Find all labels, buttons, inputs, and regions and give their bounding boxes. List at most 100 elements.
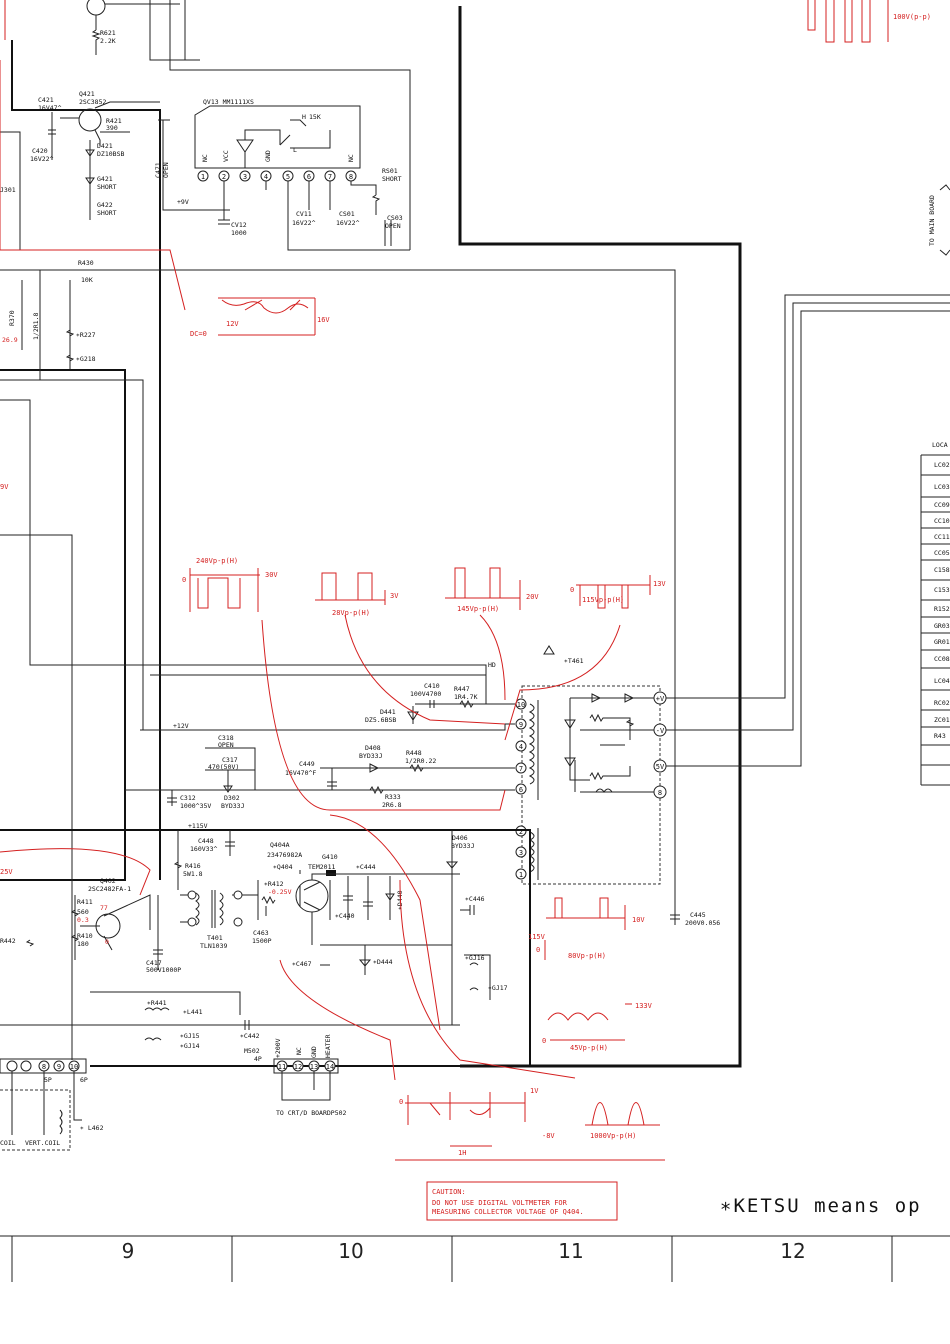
svg-text:L: L [293,146,297,154]
svg-text:CAUTION:: CAUTION: [432,1188,466,1196]
svg-text:45Vp-p(H): 45Vp-p(H) [570,1044,608,1052]
svg-text:5P: 5P [44,1076,52,1084]
svg-text:0: 0 [542,1037,546,1045]
ic-qv13: QV13 MM1111XS H L 15K NC VCC GND NC 1 2 … [194,98,410,251]
svg-text:16V: 16V [317,316,330,324]
svg-text:∗G218: ∗G218 [76,355,96,363]
svg-text:6: 6 [307,173,311,181]
svg-text:0: 0 [536,946,540,954]
svg-text:R421: R421 [106,117,122,125]
q421-section: R621 2.2K Q421 2SC3852 R421 390 C421 16V… [0,0,411,880]
svg-text:5V: 5V [656,763,665,771]
svg-text:∗C446: ∗C446 [465,895,485,903]
svg-text:R430: R430 [78,259,94,267]
connector-m502: M502 4P +200V NC GND HEATER 11 12 13 14 … [244,1034,347,1117]
svg-text:OPEN: OPEN [385,222,401,230]
svg-text:G421: G421 [97,175,113,183]
svg-text:CC08: CC08 [934,655,950,663]
svg-text:CV12: CV12 [231,221,247,229]
svg-text:26.9: 26.9 [2,336,18,344]
svg-text:C421: C421 [38,96,54,104]
svg-text:10: 10 [70,1063,78,1071]
svg-text:OPEN: OPEN [218,741,234,749]
svg-text:C420: C420 [32,147,48,155]
svg-text:2R6.8: 2R6.8 [382,801,402,809]
svg-text:BYD33J: BYD33J [221,802,245,810]
svg-text:9: 9 [57,1063,61,1071]
svg-text:C312: C312 [180,794,196,802]
svg-text:16V470^F: 16V470^F [285,769,316,777]
svg-text:0.3: 0.3 [77,916,89,924]
svg-text:0: 0 [399,1098,403,1106]
svg-text:20V: 20V [526,593,539,601]
svg-text:+200V: +200V [274,1038,282,1058]
svg-text:DZ10BSB: DZ10BSB [97,150,124,158]
svg-text:560: 560 [77,908,89,916]
connector-left: 8 9 10 5P 6P ∗ L462 COIL VERT.COIL [0,1058,104,1151]
svg-text:-0.25V: -0.25V [268,888,292,896]
svg-text:-V: -V [656,727,665,735]
svg-text:1000: 1000 [231,229,247,237]
svg-text:C158: C158 [934,566,950,574]
svg-text:DO NOT USE DIGITAL VOLTMETER F: DO NOT USE DIGITAL VOLTMETER FOR [432,1199,568,1207]
svg-text:∗R412: ∗R412 [264,880,284,888]
svg-text:23476982A: 23476982A [267,851,302,859]
svg-text:T401: T401 [207,934,223,942]
svg-text:∗C442: ∗C442 [240,1032,260,1040]
svg-text:C417: C417 [146,959,162,967]
svg-text:10V: 10V [632,916,645,924]
svg-text:28Vp-p(H): 28Vp-p(H) [332,609,370,617]
svg-text:CC10: CC10 [934,517,950,525]
board-boundary [458,6,742,1068]
svg-text:+9V: +9V [177,198,189,206]
svg-text:4: 4 [519,743,523,751]
svg-text:0: 0 [182,576,186,584]
svg-text:BYD33J: BYD33J [359,752,383,760]
svg-text:Q404A: Q404A [270,841,290,849]
svg-text:ZC01: ZC01 [934,716,950,724]
svg-text:R447: R447 [454,685,470,693]
svg-text:12: 12 [294,1063,302,1071]
svg-text:∗T461: ∗T461 [564,657,584,665]
svg-text:LC03: LC03 [934,483,950,491]
svg-text:C445: C445 [690,911,706,919]
svg-text:Q421: Q421 [79,90,95,98]
svg-text:GR03: GR03 [934,622,950,630]
svg-text:100V(p-p): 100V(p-p) [893,13,931,21]
svg-text:R333: R333 [385,793,401,801]
svg-text:TO MAIN BOARD: TO MAIN BOARD [928,195,936,246]
svg-text:∗GJ17: ∗GJ17 [488,984,508,992]
svg-text:16V22^: 16V22^ [336,219,360,227]
svg-text:1/2R0.22: 1/2R0.22 [405,757,436,765]
svg-text:10: 10 [517,701,525,709]
svg-text:D302: D302 [224,794,240,802]
svg-text:CC05: CC05 [934,549,950,557]
svg-text:1000^35V: 1000^35V [180,802,211,810]
svg-text:3: 3 [519,849,523,857]
svg-text:5: 5 [286,173,290,181]
svg-text:2.2K: 2.2K [100,37,116,45]
svg-text:10K: 10K [81,276,93,284]
svg-text:∗GJ15: ∗GJ15 [180,1032,200,1040]
svg-text:TLN1039: TLN1039 [200,942,227,950]
svg-text:D408: D408 [365,744,381,752]
svg-text:3V: 3V [390,592,399,600]
svg-text:SHORT: SHORT [382,175,402,183]
svg-text:13V: 13V [653,580,666,588]
svg-text:DZ5.6BSB: DZ5.6BSB [365,716,396,724]
svg-text:CS03: CS03 [387,214,403,222]
svg-text:∗C467: ∗C467 [292,960,312,968]
svg-text:VERT.COIL: VERT.COIL [25,1139,60,1147]
svg-text:133V: 133V [635,1002,653,1010]
svg-text:1000Vp-p(H): 1000Vp-p(H) [590,1132,636,1140]
svg-text:8: 8 [658,789,662,797]
right-edge-section: TO MAIN BOARD LOCA LC02 LC03 CC09 CC10 C… [920,184,950,786]
svg-text:∗Q404: ∗Q404 [273,863,293,871]
svg-text:J301: J301 [0,186,16,194]
svg-text:14: 14 [326,1063,334,1071]
svg-text:7: 7 [519,765,523,773]
svg-text:Q402: Q402 [100,877,116,885]
svg-text:R43: R43 [934,732,946,740]
svg-text:NC: NC [295,1047,303,1055]
svg-text:NC: NC [201,154,209,162]
